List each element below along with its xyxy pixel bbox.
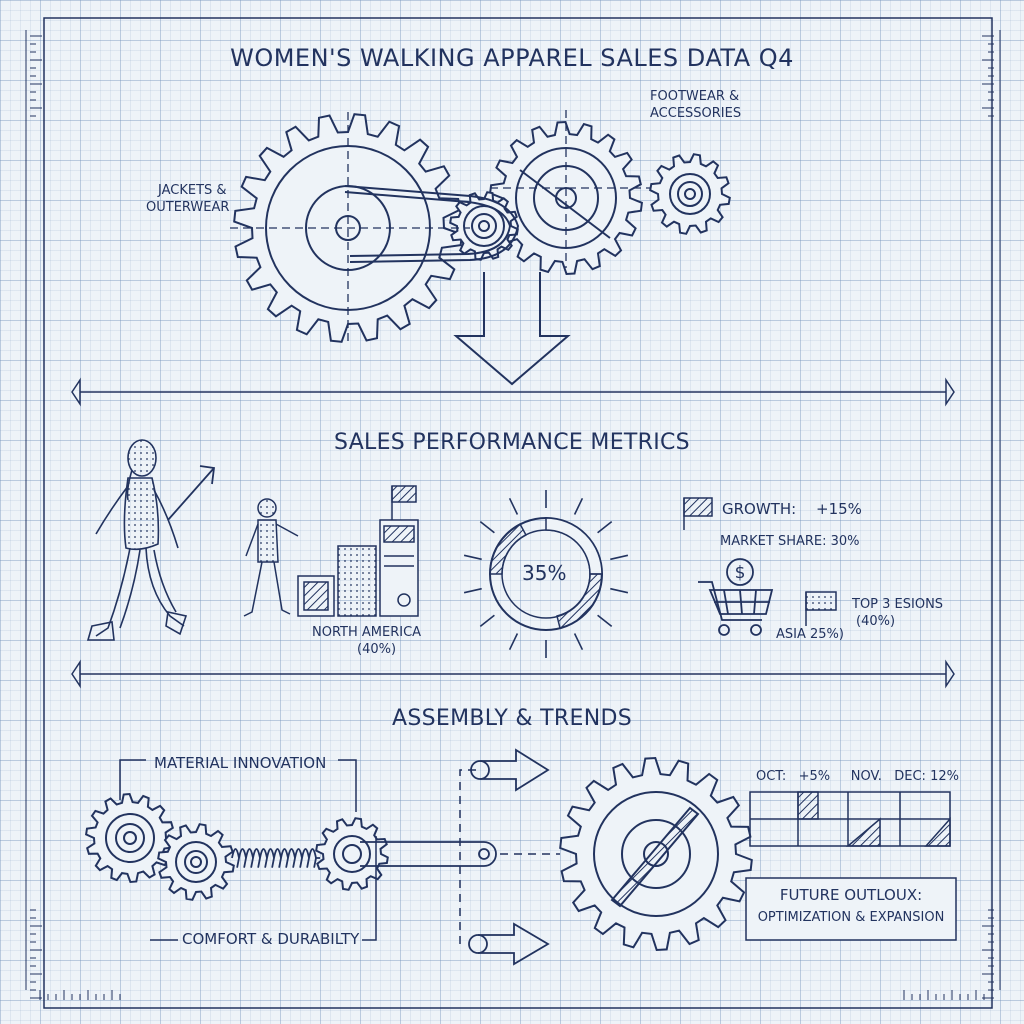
gear-centerlines xyxy=(230,110,650,346)
sun-rays-icon xyxy=(463,490,629,658)
drive-belt xyxy=(344,169,611,263)
bar-chart-icon xyxy=(297,485,419,617)
label-jackets-outerwear: JACKETS & OUTERWEAR xyxy=(146,182,229,216)
page-title: WOMEN'S WALKING APPAREL SALES DATA Q4 xyxy=(230,44,794,72)
growth-value: +15% xyxy=(816,500,862,518)
sun-ray xyxy=(610,554,629,561)
growth-label: GROWTH: xyxy=(722,500,797,518)
assembly-heading: ASSEMBLY & TRENDS xyxy=(392,706,632,731)
shopping-cart-icon xyxy=(698,581,774,636)
market-share: MARKET SHARE: 30% xyxy=(720,534,860,549)
flow-arrow-lower-icon xyxy=(468,922,550,966)
donut-value: 35% xyxy=(522,561,567,585)
piston-rod xyxy=(360,841,497,867)
month-labels: OCT: +5% NOV. DEC: 12% xyxy=(756,769,959,784)
growth-arrow-icon xyxy=(167,465,216,521)
label-footwear-accessories: FOOTWEAR & ACCESSORIES xyxy=(650,88,741,122)
walking-figure-icon xyxy=(243,498,299,617)
down-arrow-icon xyxy=(453,272,571,386)
asia-share: ASIA 25%) xyxy=(776,627,844,642)
outlook-subtitle: OPTIMIZATION & EXPANSION xyxy=(757,910,945,925)
dollar-sign-glyph: $ xyxy=(735,563,746,583)
label-footwear-line2: ACCESSORIES xyxy=(650,106,742,121)
outlook-box xyxy=(745,877,957,941)
gear-bottom-left xyxy=(84,792,176,884)
flag-icon xyxy=(683,497,837,626)
divider-top xyxy=(71,377,955,407)
label-leaders xyxy=(119,759,377,941)
label-footwear-line1: FOOTWEAR & xyxy=(650,89,740,104)
donut-chart xyxy=(489,517,603,631)
sun-ray xyxy=(463,587,482,594)
sun-ray xyxy=(610,587,629,594)
spring-icon xyxy=(231,848,320,868)
gear-small-right xyxy=(649,153,731,235)
top-regions-title: TOP 3 ESIONS xyxy=(852,597,944,612)
big-gear-slash xyxy=(610,806,700,908)
sun-ray xyxy=(508,497,519,515)
flow-arrow-upper-icon xyxy=(470,748,550,792)
sun-ray xyxy=(479,614,495,628)
outlook-title: FUTURE OUTLOUX: xyxy=(779,886,923,904)
monthly-table xyxy=(749,791,951,847)
label-jackets-line2: OUTERWEAR xyxy=(146,200,230,215)
dashed-flow-lines xyxy=(459,769,560,944)
outer-frame xyxy=(25,17,1001,1009)
sun-ray xyxy=(573,633,584,651)
sun-ray xyxy=(597,614,613,628)
metrics-heading: SALES PERFORMANCE METRICS xyxy=(334,430,690,455)
gear-bottom-small xyxy=(157,823,235,901)
top-regions-percent: (40%) xyxy=(856,614,896,629)
divider-middle xyxy=(71,659,955,689)
gear-medium-right xyxy=(489,120,643,276)
sun-ray xyxy=(508,633,519,651)
ruler-ticks xyxy=(30,35,994,1000)
dollar-coin-icon xyxy=(726,558,754,586)
sun-ray xyxy=(463,554,482,561)
gear-bottom-center xyxy=(315,817,389,891)
region-name: NORTH AMERICA xyxy=(312,625,422,640)
material-innovation-label: MATERIAL INNOVATION xyxy=(154,754,327,772)
comfort-durability-label: COMFORT & DURABILTY xyxy=(182,930,360,948)
bottom-gear-assembly xyxy=(84,756,753,952)
label-jackets-line1: JACKETS & xyxy=(158,183,227,198)
sun-ray xyxy=(597,520,613,534)
top-regions: TOP 3 ESIONS (40%) xyxy=(852,596,943,630)
sun-ray xyxy=(573,497,584,515)
region-label: NORTH AMERICA (40%) xyxy=(312,624,421,658)
sun-ray xyxy=(479,520,495,534)
walking-woman-icon xyxy=(86,439,188,641)
region-percent: (40%) xyxy=(357,642,397,657)
